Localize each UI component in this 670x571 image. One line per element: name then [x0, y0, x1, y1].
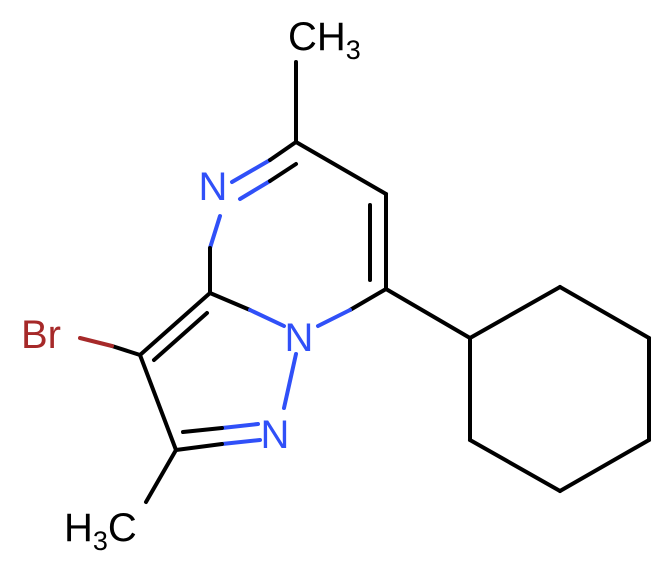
bond-n4-c5-black — [268, 140, 298, 162]
atom-label-n-bridge: N — [285, 316, 314, 360]
bond-c3-br — [110, 344, 142, 357]
bond-n4-c5-double — [238, 179, 272, 201]
methyl-bottom-prefix: H — [64, 506, 93, 550]
methyl-top-main: CH — [288, 15, 346, 59]
bond-n2-c2-double-black — [181, 426, 224, 434]
methyl-top-subscript: 3 — [346, 35, 361, 65]
bond-n2-c2-black — [174, 442, 224, 452]
bond-n4-c3a — [208, 214, 222, 250]
bond-n2-c2 — [220, 438, 262, 446]
bond-c3a-c3 — [138, 291, 212, 357]
atom-labels: N N N Br CH3 H3C — [21, 15, 361, 556]
bond-c2-c3 — [138, 353, 178, 452]
atom-label-bromine: Br — [21, 313, 61, 357]
bond-n4-c5-double-black — [268, 162, 298, 183]
atom-label-n-pyrazole: N — [261, 413, 290, 457]
bond-c7-cy — [384, 287, 472, 340]
atom-label-n-pyrimidine: N — [199, 165, 228, 209]
bond-cy-4-5 — [558, 438, 651, 493]
bond-c7-n1 — [348, 287, 388, 312]
bond-c7-n1-blue — [316, 308, 352, 328]
bond-c3a-n1-blue — [248, 308, 286, 328]
methyl-bottom-main: C — [108, 506, 137, 550]
bond-layer — [78, 60, 651, 504]
atom-label-methyl-top: CH3 — [288, 15, 361, 65]
bond-c3-br-red — [78, 336, 114, 348]
bond-n2-c2-double — [220, 422, 260, 430]
bond-c3a-c3-double — [152, 311, 209, 362]
bond-cy-2-3 — [558, 285, 651, 340]
atom-label-methyl-bottom: H3C — [64, 506, 137, 556]
bond-c2-methyl — [144, 448, 178, 504]
bond-cy-1-2 — [468, 285, 562, 340]
methyl-bottom-subscript: 3 — [93, 526, 108, 556]
bond-c5-c6 — [294, 140, 388, 196]
bond-cy-5-6 — [468, 438, 562, 493]
bond-n1-n2 — [282, 352, 298, 410]
bond-c3a-n1 — [208, 291, 252, 312]
bond-n4-c5 — [230, 158, 272, 184]
